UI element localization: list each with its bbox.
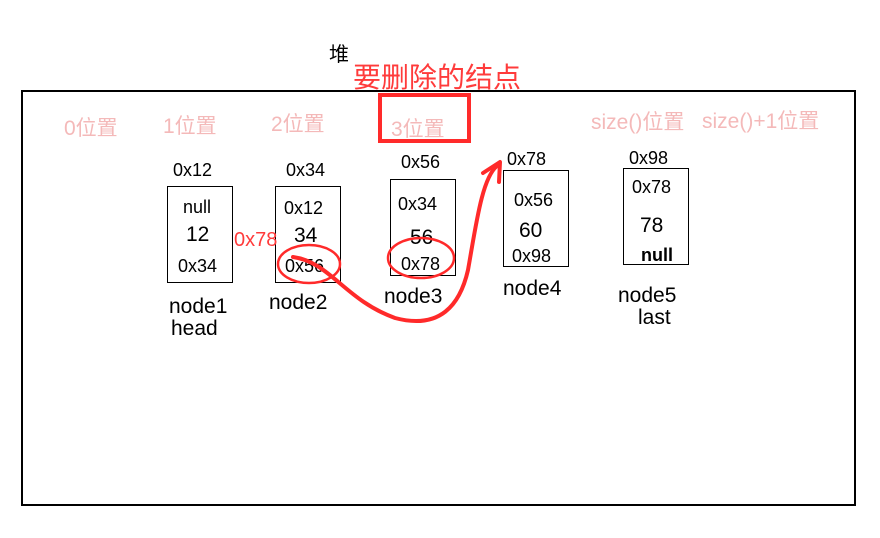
new-next-address-note: 0x78 — [234, 229, 278, 251]
node1-tag: head — [171, 317, 218, 340]
node3-address: 0x56 — [401, 152, 441, 172]
heap-label: 堆 — [329, 44, 349, 66]
diagram-title: 要删除的结点 — [353, 62, 522, 93]
node3-box: 0x34 56 0x78 — [390, 179, 456, 276]
node2-next-circle — [276, 243, 342, 285]
node3-next-field: 0x78 — [401, 254, 441, 274]
position-label-1: 1位置 — [163, 115, 217, 138]
redirect-arrow-head — [481, 160, 502, 184]
node2-value: 34 — [294, 224, 318, 247]
node5-address: 0x98 — [629, 148, 669, 168]
position-label-0: 0位置 — [64, 117, 118, 140]
node5-value: 78 — [640, 214, 664, 237]
node5-box: 0x78 78 null — [623, 168, 689, 265]
position-label-3: 3位置 — [391, 118, 445, 141]
highlight-box — [378, 93, 471, 143]
node5-tag: last — [638, 306, 671, 329]
position-label-size-plus-1: size()+1位置 — [702, 110, 820, 133]
node1-name: node1 — [169, 295, 228, 318]
node1-box: null 12 0x34 — [167, 186, 233, 283]
node4-prev-field: 0x56 — [514, 190, 554, 210]
node1-value: 12 — [186, 223, 210, 246]
node2-address: 0x34 — [286, 160, 326, 180]
node5-prev-field: 0x78 — [632, 177, 672, 197]
node1-address: 0x12 — [173, 160, 213, 180]
node4-address: 0x78 — [507, 149, 547, 169]
node2-next-field: 0x56 — [285, 256, 325, 276]
position-label-2: 2位置 — [271, 113, 325, 136]
node3-prev-field: 0x34 — [398, 194, 438, 214]
node2-prev-field: 0x12 — [284, 198, 324, 218]
node1-prev-field: null — [183, 197, 212, 217]
node3-next-circle — [386, 236, 456, 280]
position-label-size: size()位置 — [591, 111, 685, 134]
node1-next-field: 0x34 — [178, 256, 218, 276]
node4-name: node4 — [503, 277, 562, 300]
node4-box: 0x56 60 0x98 — [503, 170, 569, 267]
heap-frame — [21, 90, 856, 506]
node3-name: node3 — [384, 285, 443, 308]
node5-next-field: null — [641, 245, 673, 265]
node2-box: 0x12 34 0x56 — [275, 186, 341, 283]
node2-name: node2 — [269, 291, 328, 314]
node5-name: node5 — [618, 284, 677, 307]
node4-value: 60 — [519, 219, 543, 242]
redirect-arrow-line — [291, 164, 499, 324]
node4-next-field: 0x98 — [512, 246, 552, 266]
